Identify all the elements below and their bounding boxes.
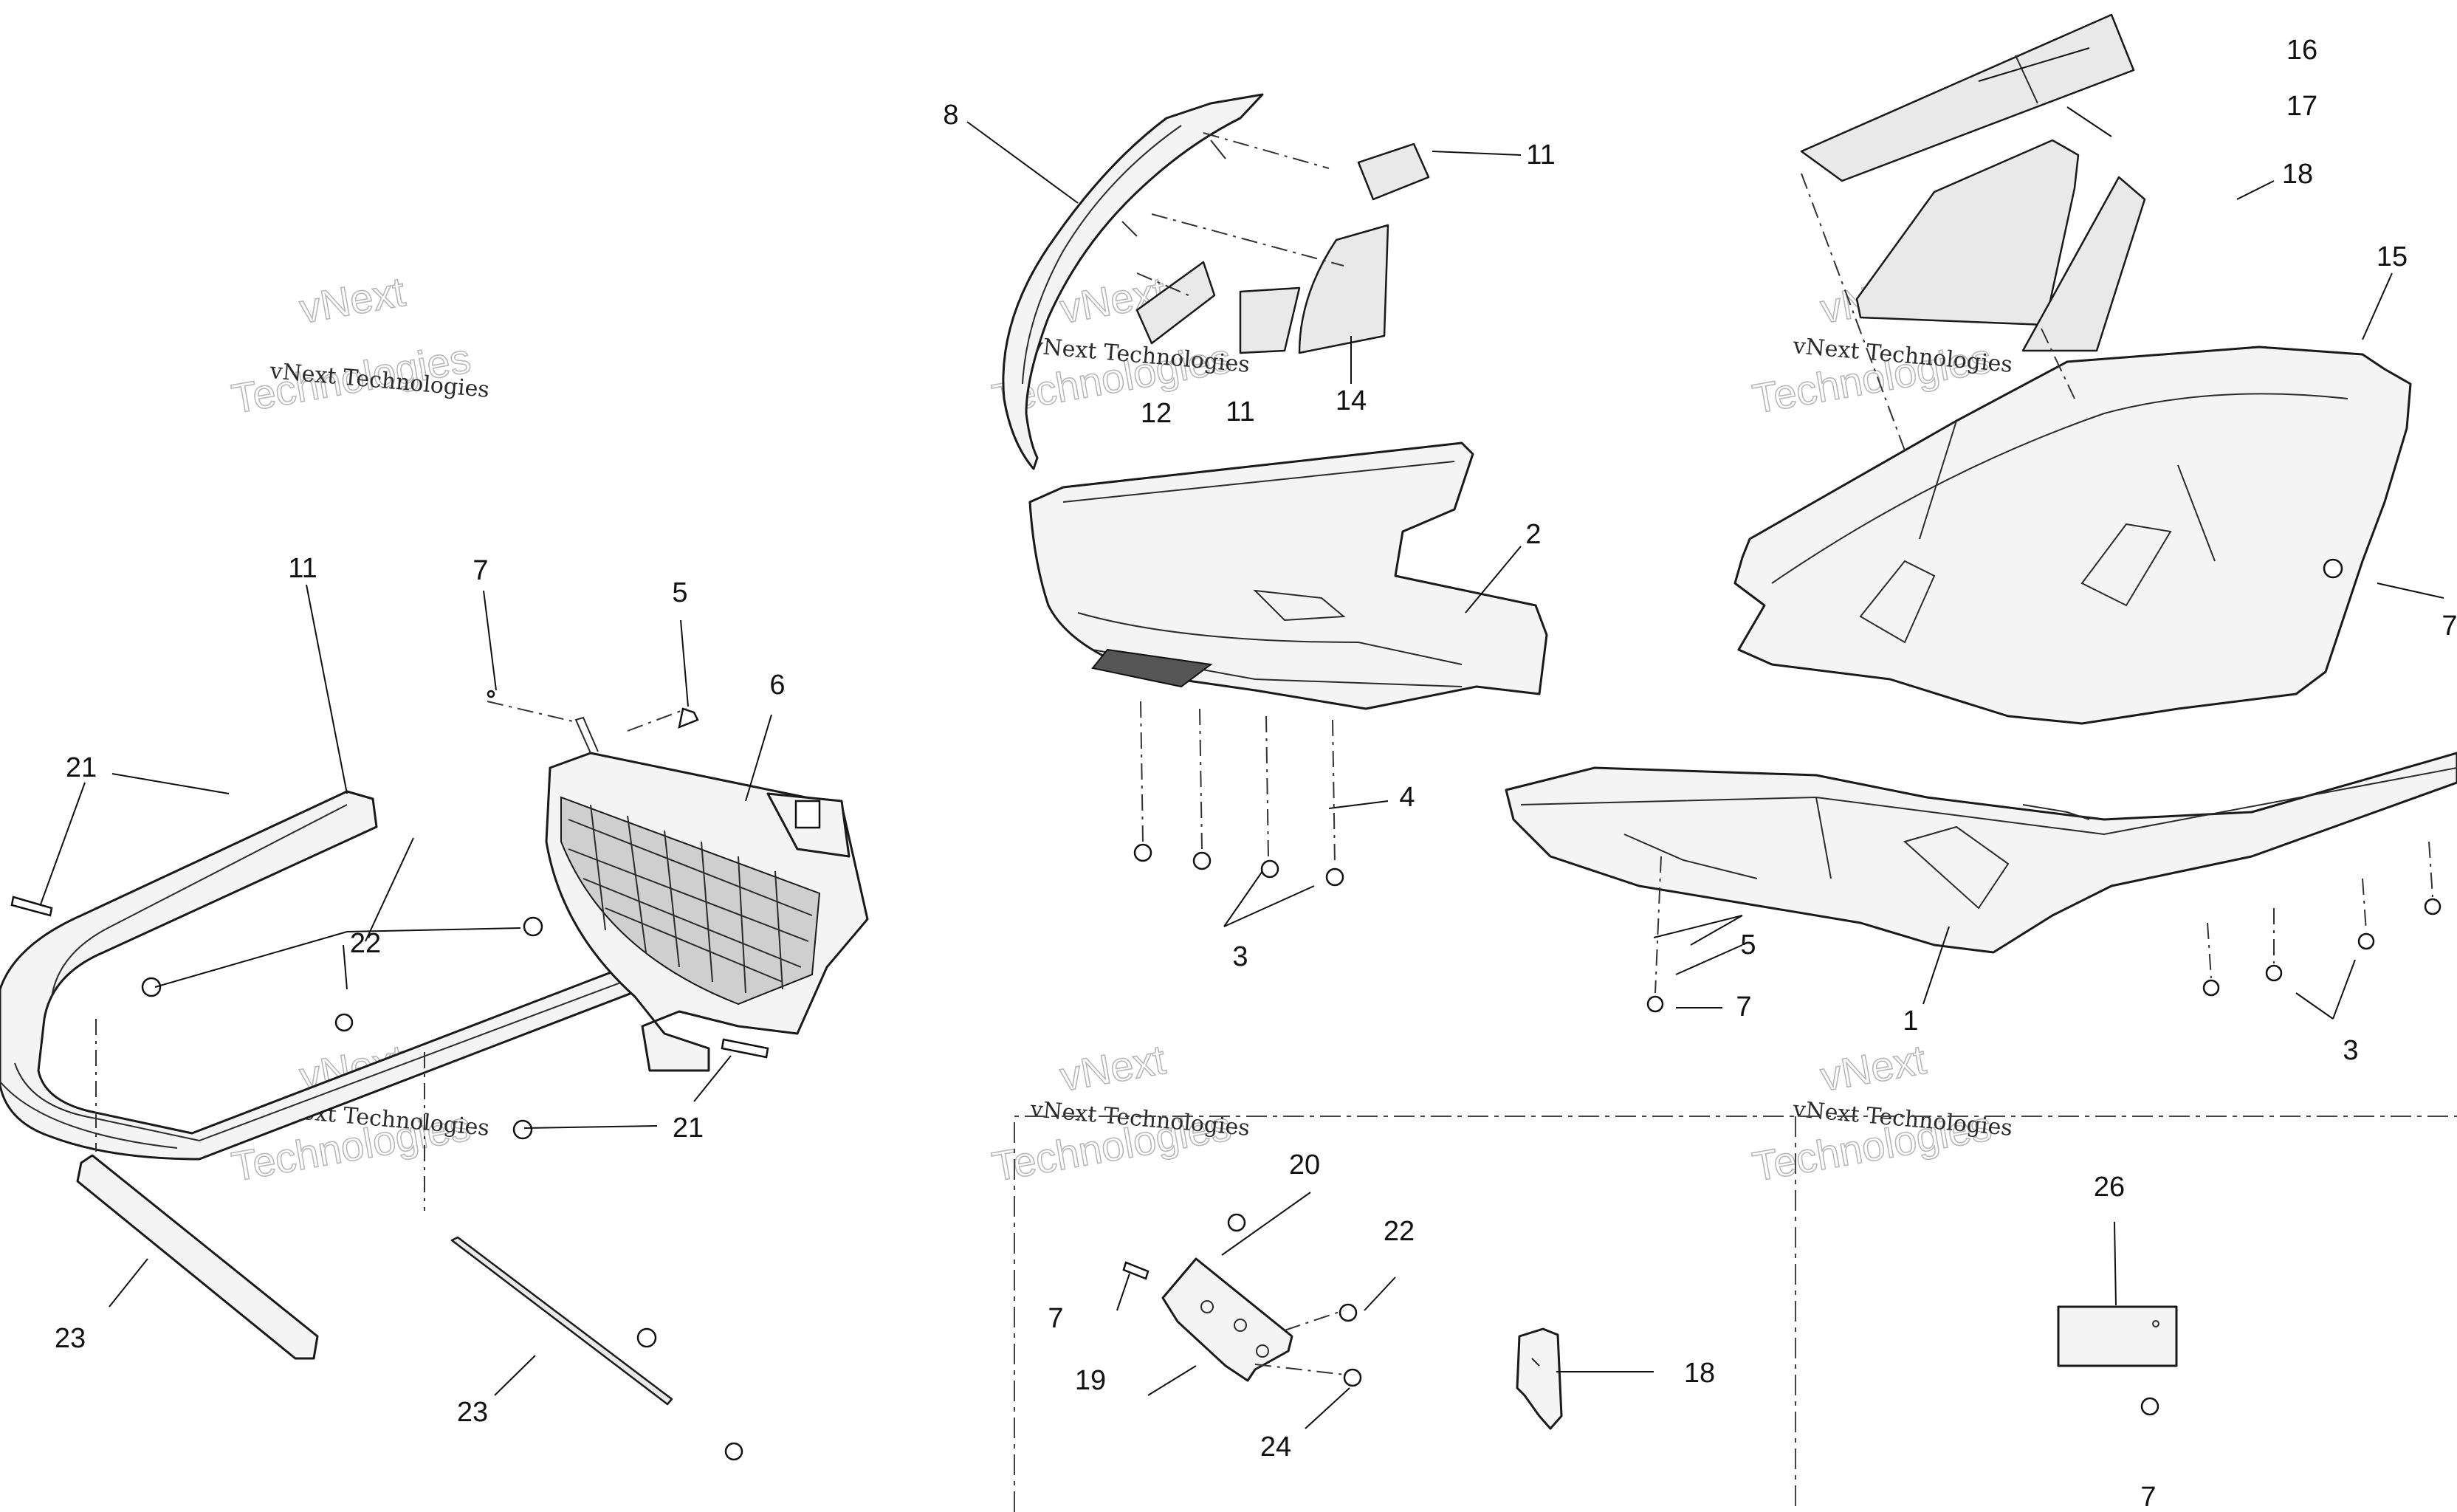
side-panel-13 [1733, 346, 2412, 725]
rivets-3b [1646, 898, 2441, 1013]
pad-14 [1800, 13, 2135, 182]
callout-label: 12 [1141, 398, 1172, 429]
callout-label: 7 [2441, 611, 2457, 642]
bracket-19 [1122, 1213, 1362, 1387]
plate-26 [2057, 1305, 2178, 1416]
callout-label: 26 [2094, 1172, 2125, 1203]
reflector-strip-23b [450, 1236, 673, 1406]
callout-label: 14 [1336, 385, 1367, 416]
callout-label: 5 [1740, 929, 1756, 961]
watermark-large-text: vNext [1817, 1036, 1929, 1100]
callout-label: 3 [2343, 1035, 2358, 1066]
callout-label: 1 [1903, 1006, 1918, 1037]
callout-label: 17 [2286, 91, 2317, 122]
callout-label: 19 [1075, 1365, 1106, 1396]
lower-pan-1 [1505, 752, 2457, 954]
watermark-center-bottom: vNext Technologies vNext Technologies [988, 1035, 1251, 1191]
callout-label: 3 [1232, 941, 1248, 972]
bracket-18 [1516, 1327, 1563, 1430]
reflector-strip-23a [76, 1154, 319, 1360]
callout-label: 16 [2286, 35, 2317, 66]
side-panel-8 [1002, 93, 1264, 470]
pad-10 [1135, 261, 1216, 345]
callout-label: 11 [288, 553, 317, 584]
leader-lines [40, 47, 2444, 1429]
callout-label: 18 [1684, 1358, 1715, 1389]
callout-label: 5 [672, 577, 687, 608]
rivets-3a [1133, 843, 1344, 887]
front-grille [545, 716, 869, 1072]
callout-label: 7 [1048, 1303, 1063, 1334]
callout-label: 11 [1226, 396, 1254, 427]
callout-label: 24 [1260, 1432, 1291, 1463]
lower-pan-2 [1028, 441, 1548, 710]
callout-label: 2 [1525, 519, 1541, 550]
pad-9 [1239, 286, 1301, 354]
callout-label: 22 [350, 928, 381, 959]
pad-15 [1855, 139, 2080, 326]
callout-label: 18 [2282, 159, 2313, 190]
callout-label: 22 [1384, 1216, 1415, 1247]
callout-label: 21 [66, 752, 97, 783]
kit-frame [1014, 1116, 2457, 1512]
bumper-hardware [10, 690, 769, 1461]
callout-label: 4 [1399, 782, 1415, 813]
callout-label: 15 [2377, 241, 2408, 272]
callout-labels: 21 11 7 5 6 22 21 23 23 8 11 12 11 14 2 … [55, 35, 2457, 1512]
callout-label: 7 [2140, 1482, 2156, 1512]
callout-label: 23 [457, 1397, 488, 1428]
pad-16 [2021, 176, 2146, 352]
callout-label: 6 [769, 670, 785, 701]
watermark-left-top: vNext Technologies vNext Technologies [227, 267, 490, 423]
pad-12 [1298, 224, 1389, 354]
callout-label: 21 [673, 1113, 704, 1144]
callout-label: 23 [55, 1323, 86, 1354]
callout-label: 7 [472, 555, 488, 586]
pad-11 [1357, 142, 1430, 201]
callout-label: 11 [1526, 140, 1555, 171]
callout-label: 7 [1736, 992, 1751, 1023]
alignment-lines [95, 132, 2433, 1375]
callout-label: 20 [1289, 1150, 1320, 1181]
watermark-large-text: vNext [296, 268, 408, 332]
watermark-right-bottom: vNext Technologies vNext Technologies [1748, 1035, 2013, 1191]
watermark-large-text: vNext [1056, 1036, 1169, 1100]
callout-label: 8 [943, 100, 958, 131]
